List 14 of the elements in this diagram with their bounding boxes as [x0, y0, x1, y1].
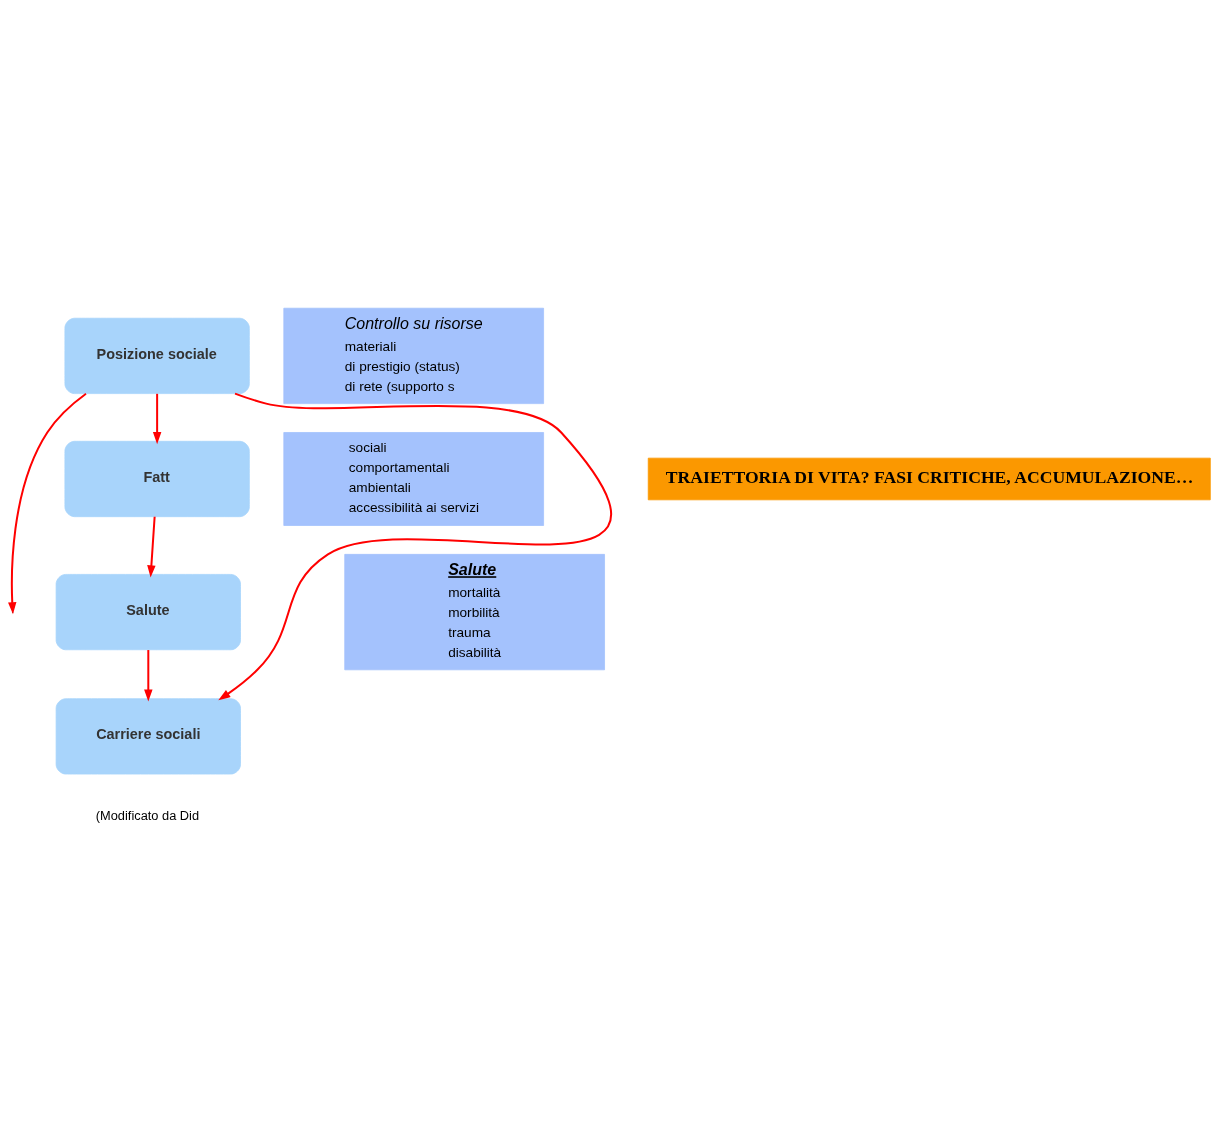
arrow — [144, 648, 153, 702]
arrow — [147, 515, 156, 577]
node-box: Fatt — [64, 440, 250, 517]
arrow — [152, 392, 162, 444]
node-box: Posizione sociale — [64, 317, 250, 394]
node-box: TRAIETTORIA DI VITA? FASI CRITICHE, ACCUMULAZIONE… — [647, 457, 1211, 500]
node-box: Salute mortalità morbilità trauma disabilità — [344, 553, 605, 670]
arrow — [218, 392, 611, 700]
node-box: sociali comportamentali ambientali accessibilità ai servizi — [283, 431, 544, 526]
arrow — [8, 392, 87, 614]
node-box: Carriere sociali — [55, 697, 241, 774]
label: (Modificato da Did — [95, 807, 200, 823]
node-box: Controllo su risorse materiali di prestigio (status) di rete (supporto s — [283, 307, 544, 404]
node-box: Salute — [55, 573, 241, 650]
